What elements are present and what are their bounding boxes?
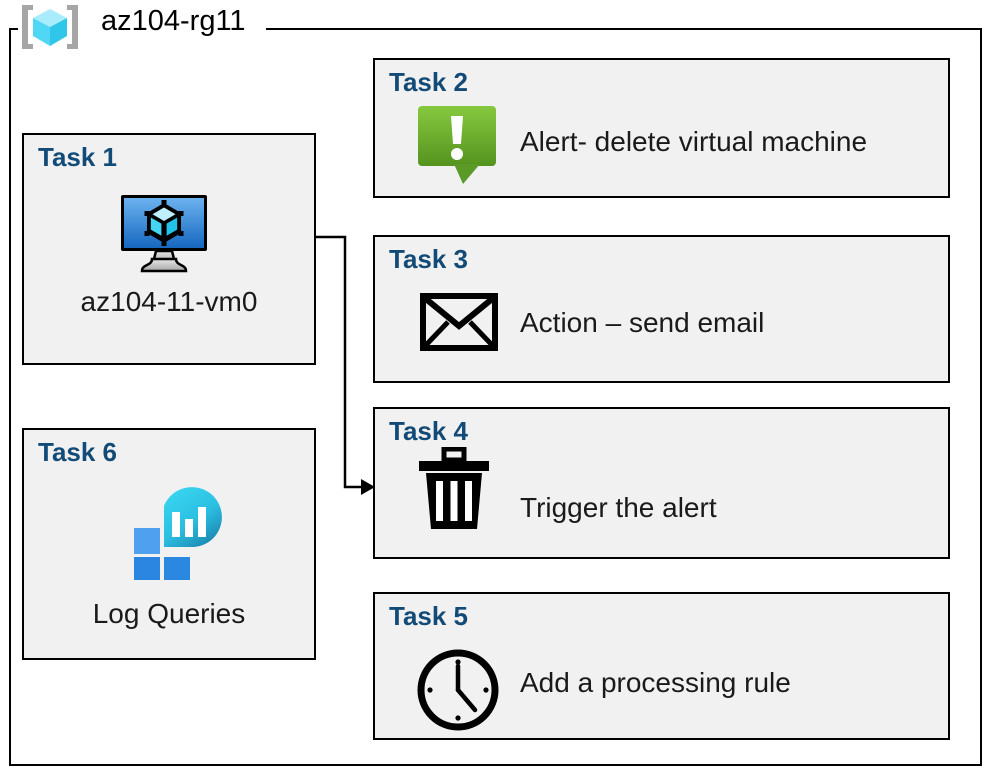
resource-group-title-rule xyxy=(266,28,356,30)
virtual-machine-icon xyxy=(118,193,210,275)
task-card-title: Task 6 xyxy=(38,437,118,467)
task-card-title: Task 5 xyxy=(389,601,469,631)
task-card-title: Task 2 xyxy=(389,67,469,97)
resource-group-name: az104-rg11 xyxy=(101,5,246,37)
envelope-icon xyxy=(420,293,498,351)
azure-resource-group-icon xyxy=(17,2,83,52)
task-card-label: Alert- delete virtual machine xyxy=(520,126,868,157)
alert-callout-icon xyxy=(416,104,502,188)
resource-group-frame xyxy=(9,28,982,766)
trash-can-icon xyxy=(418,446,490,531)
task-card-task5[interactable]: Task 5 Add a processing rule xyxy=(373,592,950,740)
task-card-title: Task 1 xyxy=(38,142,118,172)
task-card-label: Action – send email xyxy=(520,307,765,338)
task-card-label: Add a processing rule xyxy=(520,667,791,698)
task-card-task3[interactable]: Task 3 Action – send email xyxy=(373,235,950,383)
task-card-title: Task 4 xyxy=(389,416,469,446)
log-queries-icon xyxy=(126,484,222,583)
clock-icon xyxy=(416,648,500,732)
task-card-title: Task 3 xyxy=(389,244,469,274)
task-card-caption: Log Queries xyxy=(92,598,246,629)
task-card-label: Trigger the alert xyxy=(520,492,717,523)
task-card-caption: az104-11-vm0 xyxy=(80,286,258,317)
